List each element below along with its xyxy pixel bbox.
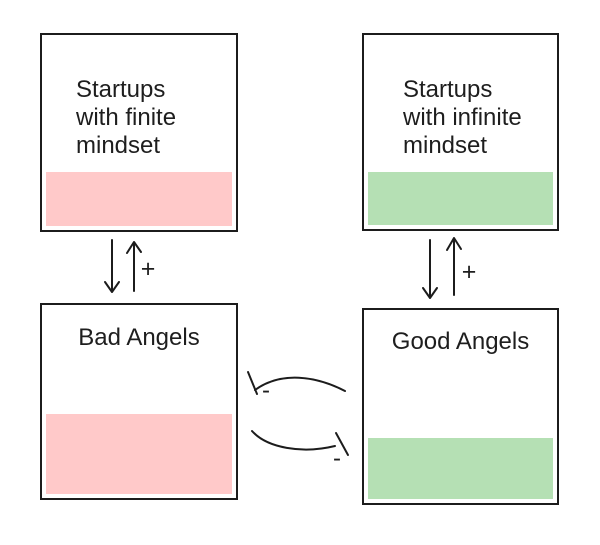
node-startups-infinite-mindset: Startups with infinite mindset xyxy=(362,33,559,231)
node-label-bad-angels: Bad Angels xyxy=(78,324,200,351)
arrow-head-slash-icon xyxy=(247,371,258,395)
label-line: with infinite xyxy=(403,104,522,131)
node-label-startups-finite: Startups with finite mindset xyxy=(76,76,176,160)
arrow-head-up-icon xyxy=(446,237,462,251)
arrow-bad-to-finite xyxy=(126,241,142,292)
label-line: mindset xyxy=(403,132,488,159)
arrow-curve xyxy=(251,430,336,451)
node-good-angels: Good Angels xyxy=(362,308,559,505)
arrow-good-to-infinite xyxy=(446,237,462,296)
arrow-finite-to-bad xyxy=(104,239,120,293)
arrow-curve xyxy=(254,376,346,392)
arrow-head-up-icon xyxy=(126,241,142,254)
fill-level-band-positive xyxy=(368,438,553,499)
fill-level-band-negative xyxy=(46,172,232,226)
fill-level-band-negative xyxy=(46,414,232,494)
node-startups-finite-mindset: Startups with finite mindset xyxy=(40,33,238,232)
minus-sign-upper: - xyxy=(262,377,270,404)
arrow-head-down-icon xyxy=(422,287,438,299)
label-line: Startups xyxy=(76,76,166,103)
node-label-startups-infinite: Startups with infinite mindset xyxy=(403,76,522,160)
node-bad-angels: Bad Angels xyxy=(40,303,238,500)
minus-sign-lower: - xyxy=(333,445,341,472)
arrow-head-down-icon xyxy=(104,281,120,293)
label-line: with finite xyxy=(76,104,177,131)
node-label-good-angels: Good Angels xyxy=(391,328,530,355)
arrow-head-slash-icon xyxy=(335,432,349,456)
plus-sign-left: + xyxy=(141,255,156,283)
fill-level-band-positive xyxy=(368,172,553,225)
arrow-good-to-bad xyxy=(247,371,346,395)
label-line: mindset xyxy=(76,132,161,159)
arrow-infinite-to-good xyxy=(422,239,438,299)
label-line: Startups xyxy=(403,76,493,103)
arrow-bad-to-good xyxy=(251,430,349,456)
plus-sign-right: + xyxy=(462,258,477,286)
